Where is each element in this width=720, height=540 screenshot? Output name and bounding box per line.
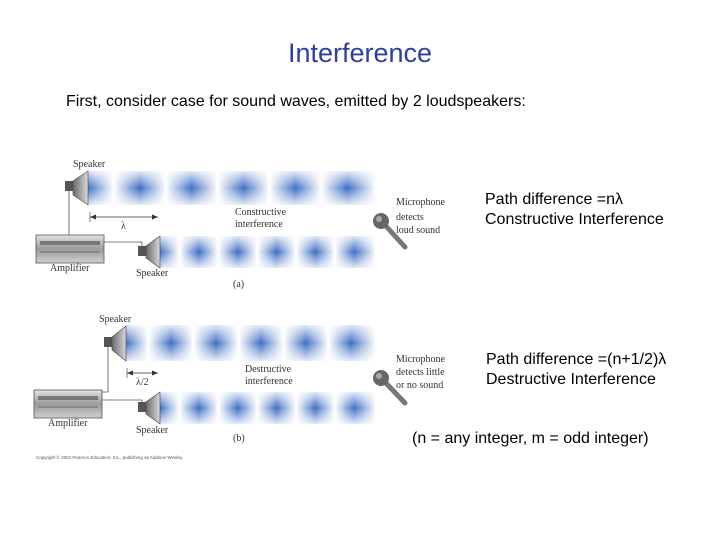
speaker-top-b <box>104 325 127 362</box>
panel-tag-b: (b) <box>233 433 245 444</box>
wire-bottom-a <box>104 241 143 256</box>
half-lambda-dimension-b <box>126 368 158 378</box>
integer-note: (n = any integer, m = odd integer) <box>412 429 649 449</box>
wave-band-top-b <box>126 325 376 361</box>
wave-band-top-a <box>88 171 376 205</box>
interference-label-a-1: Constructive <box>235 207 287 218</box>
constructive-note: Path difference =nλ Constructive Interfe… <box>485 190 664 230</box>
wave-band-bottom-a <box>160 236 376 268</box>
wire-top-b <box>101 347 109 393</box>
amplifier-b <box>33 389 103 419</box>
panel-a: Speaker Amplifier Speaker <box>35 159 445 290</box>
amplifier-a <box>35 234 105 264</box>
microphone-label-b-1: Microphone <box>396 354 445 365</box>
microphone-label-a-2: detects <box>396 212 424 223</box>
lambda-label-a: λ <box>121 221 126 232</box>
slide-title: Interference <box>287 38 433 68</box>
figure-copyright: Copyright © 2004 Pearson Education, Inc.… <box>36 454 183 460</box>
speaker-bottom-label-a: Speaker <box>136 268 169 279</box>
panel-b: Speaker Amplifier Speaker <box>33 314 445 444</box>
speaker-bottom-label-b: Speaker <box>136 425 169 436</box>
microphone-a <box>373 213 408 250</box>
integer-definition: (n = any integer, m = odd integer) <box>412 430 649 447</box>
wire-bottom-b <box>101 399 143 412</box>
panel-tag-a: (a) <box>233 279 244 290</box>
speaker-top-label-a: Speaker <box>73 159 106 170</box>
interference-label-a-2: interference <box>235 219 283 230</box>
slide-subtitle: First, consider case for sound waves, em… <box>66 93 526 110</box>
lambda-dimension-a <box>89 212 158 222</box>
speaker-bottom-a <box>138 235 161 269</box>
speaker-bottom-b <box>138 391 161 425</box>
wire-top-a <box>62 191 70 239</box>
half-lambda-label-b: λ/2 <box>136 377 149 388</box>
amplifier-label-a: Amplifier <box>50 263 90 274</box>
destructive-note: Path difference =(n+1/2)λ Destructive In… <box>486 350 666 390</box>
speaker-top-label-b: Speaker <box>99 314 132 325</box>
speaker-top-a <box>65 170 89 206</box>
constructive-label: Constructive Interference <box>485 211 664 228</box>
interference-label-b-1: Destructive <box>245 364 292 375</box>
microphone-label-a-1: Microphone <box>396 197 445 208</box>
microphone-b <box>373 370 408 406</box>
microphone-label-b-2: detects little <box>396 367 445 378</box>
destructive-path-difference: Path difference =(n+1/2)λ <box>486 351 667 368</box>
amplifier-label-b: Amplifier <box>48 418 88 429</box>
interference-label-b-2: interference <box>245 376 293 387</box>
microphone-label-b-3: or no sound <box>396 380 443 391</box>
constructive-path-difference: Path difference =nλ <box>485 191 624 208</box>
microphone-label-a-3: loud sound <box>396 225 440 236</box>
destructive-label: Destructive Interference <box>486 371 656 388</box>
wave-band-bottom-b <box>160 392 376 424</box>
